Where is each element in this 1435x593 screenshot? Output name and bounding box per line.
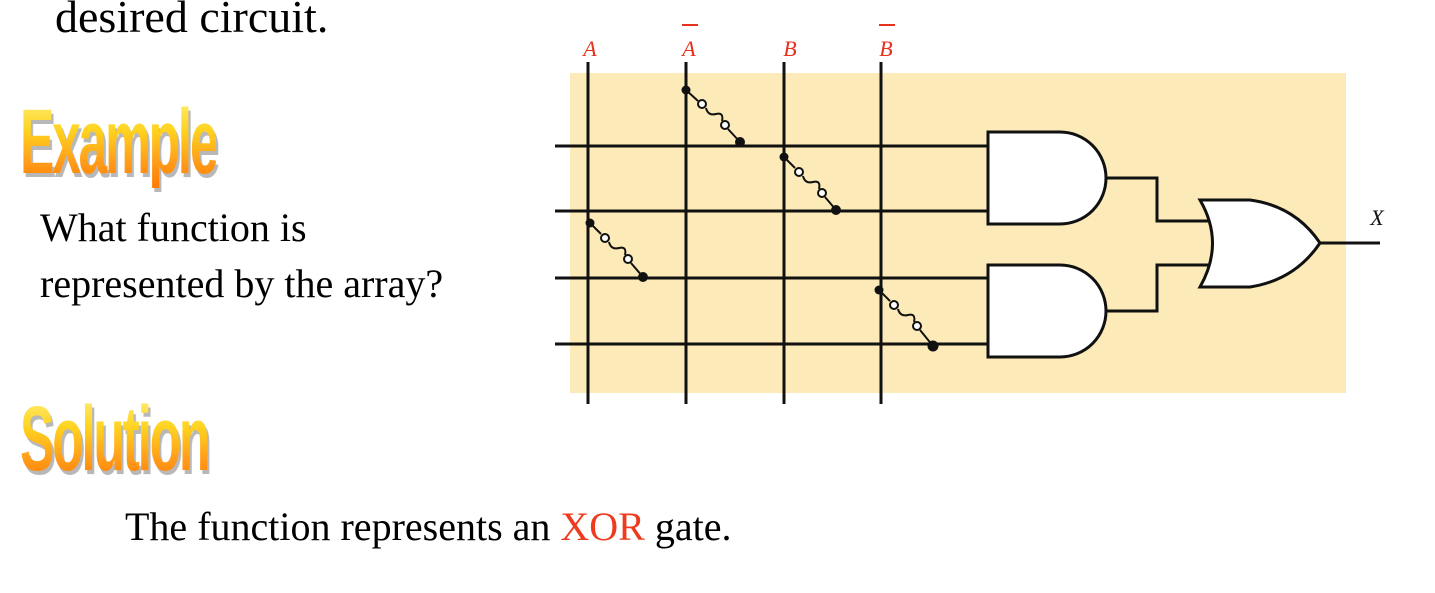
and-gate-2 — [986, 263, 1108, 359]
answer-text: The function represents an XOR gate. — [125, 507, 731, 547]
input-lines — [586, 62, 883, 404]
input-label-b: B — [783, 36, 796, 61]
question-line-2: represented by the array? — [40, 261, 444, 306]
example-heading: Example — [20, 91, 218, 193]
or-gate — [1197, 198, 1322, 289]
fuse-link-a-not-row1 — [681, 85, 745, 147]
input-label-b-not: B — [879, 36, 892, 61]
intro-text: desired circuit. — [55, 0, 329, 42]
and-gate-1 — [986, 130, 1108, 226]
question-line-1: What function is — [40, 205, 307, 250]
fuse-link-a-row3 — [585, 218, 648, 282]
answer-highlight: XOR — [560, 504, 645, 549]
input-label-a-not: A — [680, 36, 696, 61]
wire-and1-to-or — [1106, 176, 1212, 223]
input-label-a: A — [581, 36, 597, 61]
output-label-x: X — [1369, 205, 1385, 230]
answer-prefix: The function represents an — [125, 504, 561, 549]
wire-and2-to-or — [1106, 263, 1212, 313]
gate-wires — [1106, 176, 1380, 313]
solution-heading: Solution — [20, 388, 210, 490]
answer-suffix: gate. — [644, 504, 732, 549]
product-lines — [555, 144, 988, 346]
input-labels: A A B B — [581, 24, 895, 61]
question-text: What function is represented by the arra… — [40, 200, 443, 312]
fuse-link-b-row2 — [779, 152, 841, 215]
fuse-link-b-not-row4 — [874, 285, 939, 352]
